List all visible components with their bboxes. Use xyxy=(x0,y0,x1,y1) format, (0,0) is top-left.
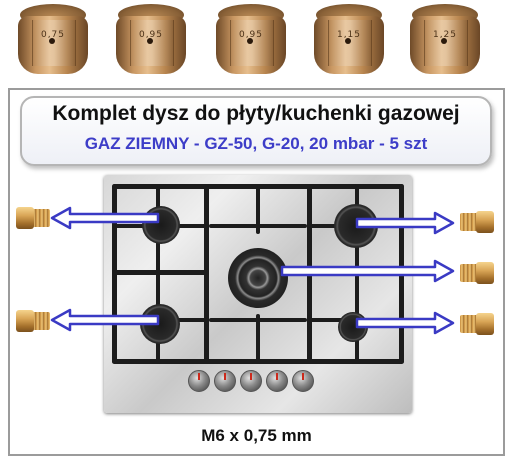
gas-nozzle-icon xyxy=(458,313,496,335)
arrow-icon xyxy=(355,311,455,335)
nozzle-photo-row: 0,75 0,95 0,95 1,15 1,25 xyxy=(0,0,512,80)
product-subtitle: GAZ ZIEMNY - GZ-50, G-20, 20 mbar - 5 sz… xyxy=(84,134,428,153)
nozzle-marking-1: 0,75 xyxy=(40,30,66,40)
nozzle-photo-2: 0,95 xyxy=(112,4,190,74)
hob-knobs xyxy=(176,370,326,400)
nozzle-photo-3: 0,95 xyxy=(212,4,290,74)
gas-nozzle-icon xyxy=(458,211,496,233)
knob-3 xyxy=(240,370,262,392)
gas-nozzle-icon xyxy=(14,310,52,332)
nozzle-photo-1: 0,75 xyxy=(14,4,92,74)
nozzle-marking-3: 0,95 xyxy=(238,30,264,40)
nozzle-photo-5: 1,25 xyxy=(406,4,484,74)
burner-top-left xyxy=(142,206,180,244)
nozzle-photo-4: 1,15 xyxy=(310,4,388,74)
arrow-icon xyxy=(50,308,160,332)
nozzle-marking-5: 1,25 xyxy=(432,30,458,40)
arrow-icon xyxy=(280,259,455,283)
knob-1 xyxy=(188,370,210,392)
arrow-icon xyxy=(355,211,455,235)
nozzle-size-label: M6 x 0,75 mm xyxy=(201,426,312,445)
nozzle-marking-4: 1,15 xyxy=(336,30,362,40)
product-title: Komplet dysz do płyty/kuchenki gazowej xyxy=(52,102,460,125)
nozzle-marking-2: 0,95 xyxy=(138,30,164,40)
burner-center-wok xyxy=(228,248,288,308)
title-box xyxy=(20,96,492,166)
knob-5 xyxy=(292,370,314,392)
knob-2 xyxy=(214,370,236,392)
knob-4 xyxy=(266,370,288,392)
gas-nozzle-icon xyxy=(14,207,52,229)
gas-nozzle-icon xyxy=(458,262,496,284)
arrow-icon xyxy=(50,206,160,230)
